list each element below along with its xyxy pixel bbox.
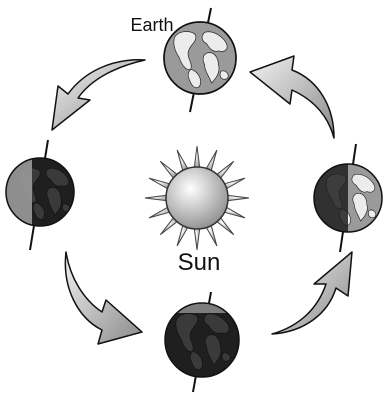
arrow-top-to-left — [52, 60, 145, 130]
sun-label: Sun — [178, 249, 221, 276]
sun — [145, 146, 249, 250]
earth-bottom — [165, 292, 239, 392]
earth-top — [164, 8, 236, 112]
arrow-right-to-top — [250, 56, 334, 138]
arrow-bottom-to-right — [272, 252, 352, 334]
arrow-left-to-bottom — [65, 252, 142, 344]
earth-label: Earth — [130, 15, 173, 35]
earth-left — [6, 140, 74, 250]
earth-right — [314, 144, 382, 252]
